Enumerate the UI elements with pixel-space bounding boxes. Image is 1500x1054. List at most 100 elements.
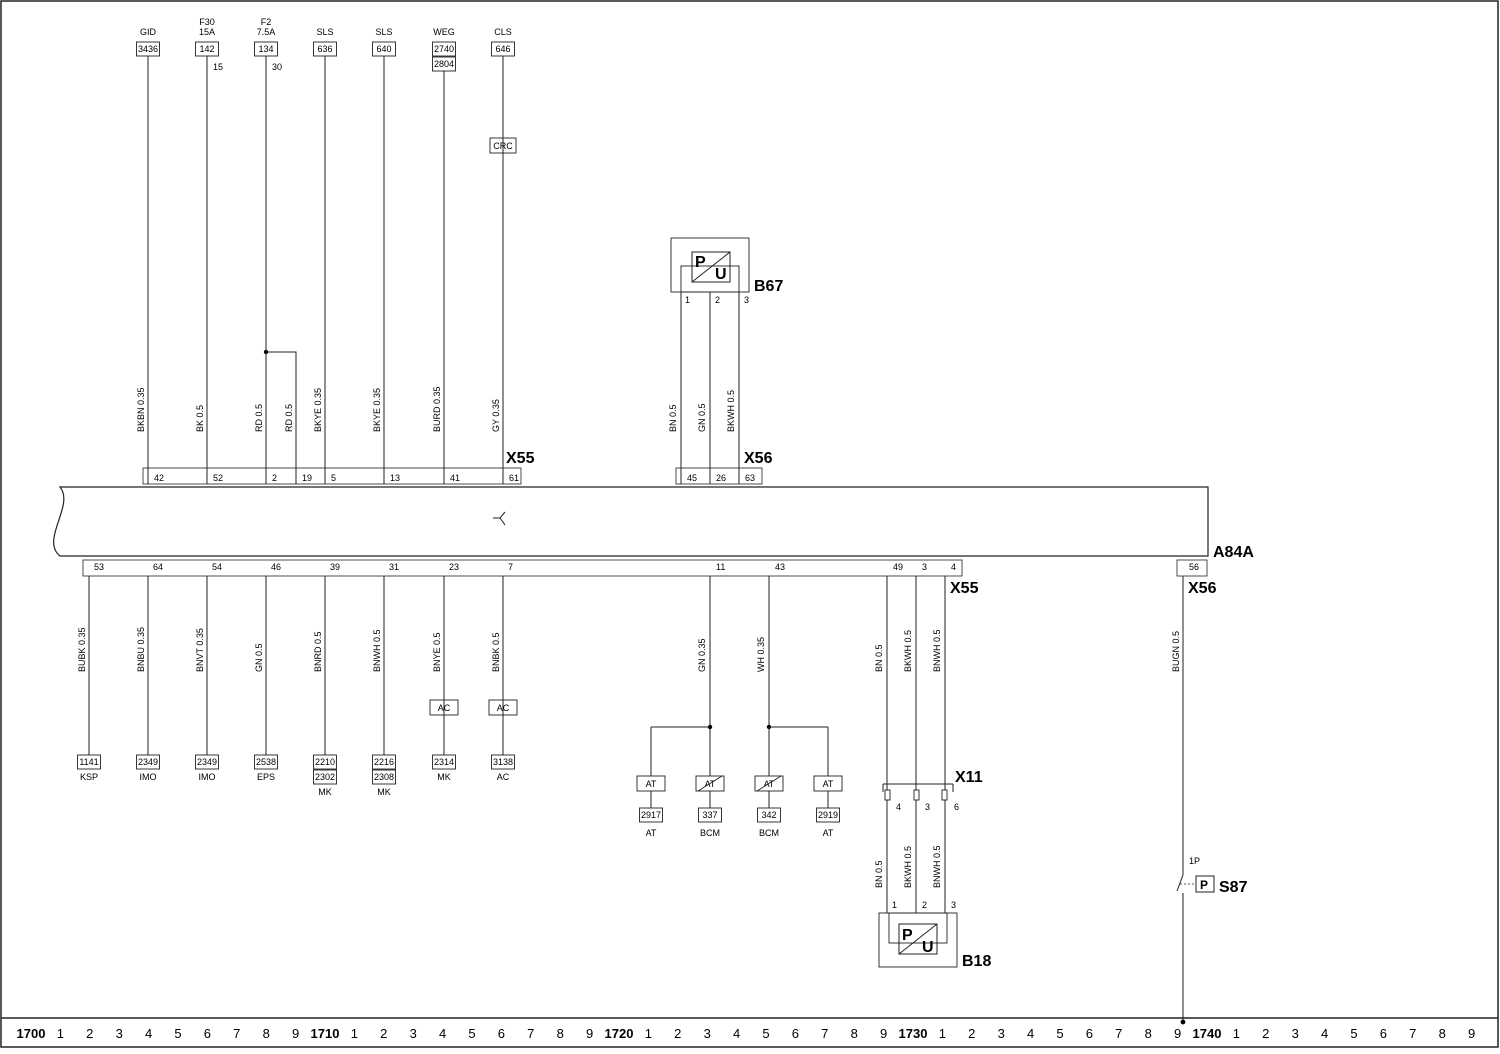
x56-bottom-strip (1176, 559, 1208, 577)
pin-number: 41 (450, 473, 460, 483)
x56-bottom-label: X56 (1188, 580, 1217, 597)
pin-number: 11 (716, 562, 725, 572)
ref-box-text: 640 (376, 44, 391, 54)
wire-color-label: BNWH 0.5 (372, 629, 382, 672)
ref-box-text: 1141 (79, 757, 98, 767)
x56-top-label: X56 (744, 450, 773, 467)
wire-color-label: BKWH 0.5 (726, 390, 736, 432)
pin-number: 53 (94, 562, 104, 572)
wire-color-label: GN 0.5 (254, 643, 264, 672)
pin-number: 5 (331, 473, 336, 483)
wire-color-label: BN 0.5 (874, 860, 884, 888)
inline-box-text: AC (438, 703, 451, 713)
inline-box (488, 699, 518, 716)
pin-number: 3 (922, 562, 927, 572)
axis-tick-label: 5 (1350, 1026, 1357, 1041)
b18-sensor: P U B18 1 2 3 (878, 900, 991, 970)
destination-label: BCM (700, 828, 720, 838)
wire-color-label: BN 0.5 (668, 404, 678, 432)
destination-label: MK (377, 787, 391, 797)
pin-number: 63 (745, 473, 755, 483)
tag-slash (756, 775, 782, 792)
wire-color-label: BKYE 0.35 (313, 388, 323, 432)
b18-u-letter: U (922, 939, 934, 956)
ref-box-text: 3436 (138, 44, 158, 54)
x11-pin-number: 6 (954, 802, 959, 812)
axis-tick-label: 5 (468, 1026, 475, 1041)
axis-tick-label: 3 (410, 1026, 417, 1041)
ref-box-text: 2216 (374, 757, 394, 767)
axis-tick-label: 7 (1409, 1026, 1416, 1041)
axis-tick-label: 8 (557, 1026, 564, 1041)
axis-tick-label: 1740 (1193, 1026, 1222, 1041)
ref-box (372, 769, 396, 785)
destination-label: KSP (80, 772, 98, 782)
pin-number: 2 (272, 473, 277, 483)
s87-pin: 1P (1189, 856, 1200, 866)
ref-box-text: 2349 (138, 757, 158, 767)
destination-label: AC (497, 772, 510, 782)
pin-number: 49 (893, 562, 903, 572)
b67-pin: 3 (744, 295, 749, 305)
inline-box-text: AC (497, 703, 510, 713)
pin-number: 61 (509, 473, 519, 483)
pin-note: 15 (213, 62, 223, 72)
x11-pin-number: 3 (925, 802, 930, 812)
wire-color-label: BKYE 0.35 (372, 388, 382, 432)
wire-color-label: BN 0.5 (874, 644, 884, 672)
wire-color-label: BNWH 0.5 (932, 845, 942, 888)
axis-tick-label: 2 (1262, 1026, 1269, 1041)
ref-box (313, 769, 337, 785)
axis-tick-label: 3 (998, 1026, 1005, 1041)
wire-color-label: BNBK 0.5 (491, 632, 501, 672)
axis-tick-label: 2 (380, 1026, 387, 1041)
wire-color-label: GY 0.35 (491, 399, 501, 432)
axis-tick-label: 7 (233, 1026, 240, 1041)
b18-p-letter: P (902, 927, 913, 944)
x56-top-strip (675, 467, 763, 485)
axis-tick-label: 1720 (605, 1026, 634, 1041)
b18-label: B18 (962, 953, 991, 970)
pin-number: 4 (951, 562, 956, 572)
axis-tick-label: 6 (792, 1026, 799, 1041)
axis-tick-label: 1700 (17, 1026, 46, 1041)
ref-box (313, 754, 337, 770)
ref-box-text: 2308 (374, 772, 394, 782)
axis-tick-label: 5 (762, 1026, 769, 1041)
axis-tick-label: 2 (968, 1026, 975, 1041)
b67-u-letter: U (715, 266, 727, 283)
pin-number: 13 (390, 473, 400, 483)
ref-box (432, 754, 456, 770)
axis-tick-label: 9 (1468, 1026, 1475, 1041)
destination-label: EPS (257, 772, 275, 782)
axis-tick-label: 6 (204, 1026, 211, 1041)
axis-tick-label: 9 (586, 1026, 593, 1041)
ref-box (432, 41, 456, 57)
b67-sensor: P U B67 1 2 3 (670, 237, 783, 305)
pin-note: 30 (272, 62, 282, 72)
ref-box-text: 636 (317, 44, 332, 54)
destination-label: MK (437, 772, 451, 782)
pin-number: 42 (154, 473, 164, 483)
axis-tick-label: 5 (1056, 1026, 1063, 1041)
x11-pin-number: 4 (896, 802, 901, 812)
ref-box-text: 2804 (434, 59, 454, 69)
header-label: F2 (261, 17, 272, 27)
wire-color-label: RD 0.5 (254, 404, 264, 432)
header-label: GID (140, 27, 157, 37)
pin-number: 56 (1189, 562, 1199, 572)
pin-number: 46 (271, 562, 281, 572)
axis-tick-label: 7 (527, 1026, 534, 1041)
ref-box-text: 2919 (818, 810, 838, 820)
axis-tick-label: 1 (1233, 1026, 1240, 1041)
axis-tick-label: 7 (1115, 1026, 1122, 1041)
wire-color-label: BK 0.5 (195, 405, 205, 432)
destination-label: IMO (140, 772, 157, 782)
ref-box-text: 2538 (256, 757, 276, 767)
destination-label: AT (823, 828, 834, 838)
wire-color-label: BKBN 0.35 (136, 387, 146, 432)
axis-tick-label: 8 (851, 1026, 858, 1041)
x11-label: X11 (955, 769, 983, 786)
pin-number: 39 (330, 562, 340, 572)
